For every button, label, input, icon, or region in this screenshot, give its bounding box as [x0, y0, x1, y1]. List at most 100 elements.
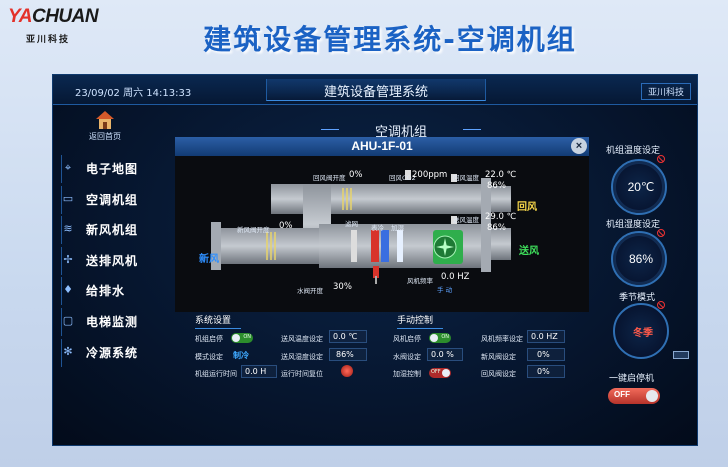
supply-air-label: 送风 [519, 246, 539, 257]
return-hum-value: 86% [487, 181, 506, 191]
runtime-reset-button[interactable] [341, 365, 353, 377]
fresh-valve-value: 0% [279, 221, 293, 231]
fan-icon: ✢ [63, 252, 73, 266]
season-mode-title: 季节模式 [619, 293, 656, 303]
manual-control-title: 手动控制 [397, 313, 444, 329]
panel-heading: 空调机组 [321, 121, 481, 140]
menu-item-fresh-air[interactable]: ≋ 新风机组 [61, 216, 167, 245]
menu-item-ahu[interactable]: ▭ 空调机组 [61, 185, 167, 214]
unit-startstop-label: 机组启停 [195, 335, 223, 343]
menu-label: 冷源系统 [86, 345, 139, 360]
home-button[interactable]: 返回首页 [75, 109, 135, 145]
ahu-duct-drawing [211, 170, 511, 284]
menu-label: 送排风机 [86, 253, 139, 268]
ahu-diagram: 回风阀开度 0% 回风CO2 200ppm 回风温度 22.0 ℃ 86% 回风… [175, 156, 589, 312]
fan-freq-label: 风机频率 [407, 277, 433, 285]
company-name: 亚川科技 [26, 35, 71, 45]
return-valve-set-label: 回风阀设定 [481, 370, 516, 378]
season-value: 冬季 [633, 328, 653, 339]
fresh-valve-set-box[interactable] [527, 348, 565, 361]
water-valve-set-box[interactable] [427, 348, 463, 361]
season-dial[interactable]: 冬季 [613, 303, 669, 359]
unit-startstop-toggle[interactable]: ON [231, 333, 253, 343]
unit-temp-set-title: 机组温度设定 [606, 146, 661, 156]
mode-setting-value[interactable]: 制冷 [233, 351, 249, 360]
fresh-air-label: 新风 [199, 254, 219, 265]
supply-hum-set-value: 86% [336, 350, 354, 359]
menu-item-map[interactable]: ⌖ 电子地图 [61, 155, 167, 183]
supply-temp-label: 送风温度 [453, 216, 479, 224]
ac-unit-icon: ▭ [62, 191, 74, 205]
fan-mode-label: 手 动 [437, 286, 453, 294]
return-temp-value: 22.0 ℃ [485, 170, 517, 180]
water-valve-set-value: 0.0 % [431, 350, 454, 359]
supply-temp-set-box[interactable] [329, 330, 367, 343]
return-valve-set-value: 0% [537, 367, 550, 376]
menu-item-fans[interactable]: ✢ 送排风机 [61, 246, 167, 275]
coil-label: 表冷 [371, 224, 384, 232]
keyboard-icon[interactable] [673, 351, 689, 359]
return-air-label: 回风 [517, 202, 537, 213]
home-icon [96, 111, 114, 129]
one-key-title: 一键启停机 [609, 374, 655, 384]
unit-temp-dial[interactable]: 20℃ [611, 159, 667, 215]
fan-startstop-toggle[interactable]: ON [429, 333, 451, 343]
water-valve-label: 水阀开度 [297, 287, 323, 295]
fresh-valve-set-label: 新风阀设定 [481, 353, 516, 361]
return-valve-value: 0% [349, 170, 363, 180]
fan-startstop-label: 风机启停 [393, 335, 421, 343]
water-valve-set-label: 水阀设定 [393, 353, 421, 361]
lock-icon[interactable] [657, 301, 665, 309]
co2-value: 200ppm [412, 170, 448, 180]
unit-hum-set-title: 机组湿度设定 [606, 220, 661, 230]
snowflake-icon: ✻ [63, 344, 73, 358]
fan-freq-set-label: 风机频率设定 [481, 335, 523, 343]
hmi-screen: 23/09/02 周六 14:13:33 建筑设备管理系统 亚川科技 返回首页 … [52, 74, 698, 446]
supply-temp-set-label: 送风温度设定 [281, 335, 323, 343]
datetime: 23/09/02 周六 14:13:33 [75, 88, 192, 99]
humidifier-label: 加湿 [391, 224, 404, 232]
supply-temp-set-value: 0.0 ℃ [333, 332, 358, 341]
water-drop-icon: ♦ [63, 283, 73, 297]
return-valve-set-box[interactable] [527, 365, 565, 378]
map-pin-icon: ⌖ [64, 161, 72, 174]
elevator-icon: ▢ [62, 313, 74, 327]
supply-hum-value: 86% [487, 223, 506, 233]
unit-hum-value: 86% [628, 252, 654, 266]
close-button[interactable]: × [571, 138, 587, 154]
menu-item-water[interactable]: ♦ 给排水 [61, 277, 167, 306]
top-bar: 23/09/02 周六 14:13:33 建筑设备管理系统 亚川科技 [53, 75, 697, 105]
supply-hum-set-box[interactable] [329, 348, 367, 361]
return-temp-label: 回风温度 [453, 174, 479, 182]
unit-temp-value: 20℃ [627, 180, 655, 194]
runtime-value: 0.0 H [245, 367, 267, 376]
wind-icon: ≋ [63, 222, 73, 236]
menu-label: 电梯监测 [86, 314, 139, 329]
lock-icon[interactable] [657, 229, 665, 237]
unit-name: AHU-1F-01 [351, 139, 413, 153]
runtime-box [241, 365, 277, 378]
menu-label: 给排水 [86, 284, 126, 299]
system-settings-title: 系统设置 [195, 313, 242, 329]
runtime-label: 机组运行时间 [195, 370, 237, 378]
fan-freq-value: 0.0 HZ [441, 272, 470, 282]
one-key-toggle[interactable]: OFF [608, 388, 660, 404]
menu-item-elevator[interactable]: ▢ 电梯监测 [61, 307, 167, 336]
menu-label: 电子地图 [86, 162, 139, 176]
logo-wordmark: YACHUAN [8, 6, 99, 27]
humidify-toggle[interactable]: OFF [429, 368, 451, 378]
fresh-valve-label: 新风阀开度 [237, 226, 270, 234]
fan-freq-set-box[interactable] [527, 330, 565, 343]
humidify-control-label: 加湿控制 [393, 370, 421, 378]
lock-icon[interactable] [657, 155, 665, 163]
water-valve-value: 30% [333, 282, 352, 292]
unit-title-bar: AHU-1F-01 × [175, 137, 589, 156]
supply-temp-value: 29.0 ℃ [485, 212, 517, 222]
unit-hum-dial[interactable]: 86% [611, 231, 667, 287]
runtime-reset-label: 运行时间复位 [281, 370, 323, 378]
fresh-valve-set-value: 0% [537, 350, 550, 359]
system-title: 建筑设备管理系统 [266, 79, 486, 101]
supply-hum-set-label: 送风湿度设定 [281, 353, 323, 361]
menu-item-chiller[interactable]: ✻ 冷源系统 [61, 338, 167, 367]
company-tag: 亚川科技 [640, 83, 691, 100]
